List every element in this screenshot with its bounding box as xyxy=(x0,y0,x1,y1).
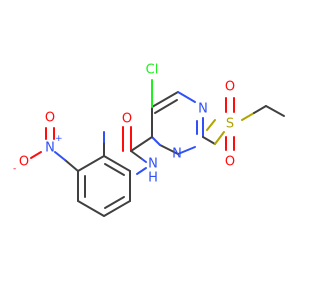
atom-o-nitro-top: O xyxy=(45,111,55,126)
atom-n-ring-top: N xyxy=(198,102,208,117)
atom-nh-h: H xyxy=(148,171,158,186)
bond-s-c xyxy=(241,112,255,121)
bond xyxy=(77,200,105,217)
bond xyxy=(253,105,267,114)
atom-n-nitro: N xyxy=(45,141,55,156)
bond xyxy=(151,136,161,146)
pyrimidine-ring xyxy=(151,91,204,155)
bond-c-n xyxy=(54,151,66,161)
atom-o-carbonyl: O xyxy=(122,112,132,127)
molecule-structure: Cl N N S O O O N H N + O O xyxy=(13,63,285,217)
bond-n-o xyxy=(30,151,42,159)
bond-c-s xyxy=(206,119,216,131)
atom-n-ring-bottom: N xyxy=(172,147,182,162)
bond-n-c xyxy=(136,167,147,175)
bond xyxy=(130,150,143,160)
bond xyxy=(159,144,179,155)
bond xyxy=(104,163,125,176)
bond xyxy=(103,155,131,172)
bond xyxy=(64,159,79,172)
atom-nh-n: N xyxy=(148,157,158,172)
bond xyxy=(103,200,131,217)
atom-s: S xyxy=(226,117,234,132)
bond xyxy=(104,196,125,209)
bond xyxy=(265,105,285,117)
bond xyxy=(177,91,196,103)
bond xyxy=(151,91,179,108)
atom-o-sulfonyl-bottom: O xyxy=(225,155,235,170)
bond xyxy=(77,155,105,172)
bond xyxy=(154,99,178,114)
bond-c-s xyxy=(214,131,225,145)
charge-plus: + xyxy=(55,134,63,144)
phenyl-ring xyxy=(77,155,131,217)
bond xyxy=(177,146,196,155)
atom-cl: Cl xyxy=(146,63,159,78)
bond xyxy=(202,136,216,145)
charge-minus: - xyxy=(13,164,16,174)
bond xyxy=(130,136,153,152)
atom-o-sulfonyl-top: O xyxy=(225,80,235,95)
bond xyxy=(141,158,147,163)
atom-o-nitro-left: O xyxy=(19,155,29,170)
